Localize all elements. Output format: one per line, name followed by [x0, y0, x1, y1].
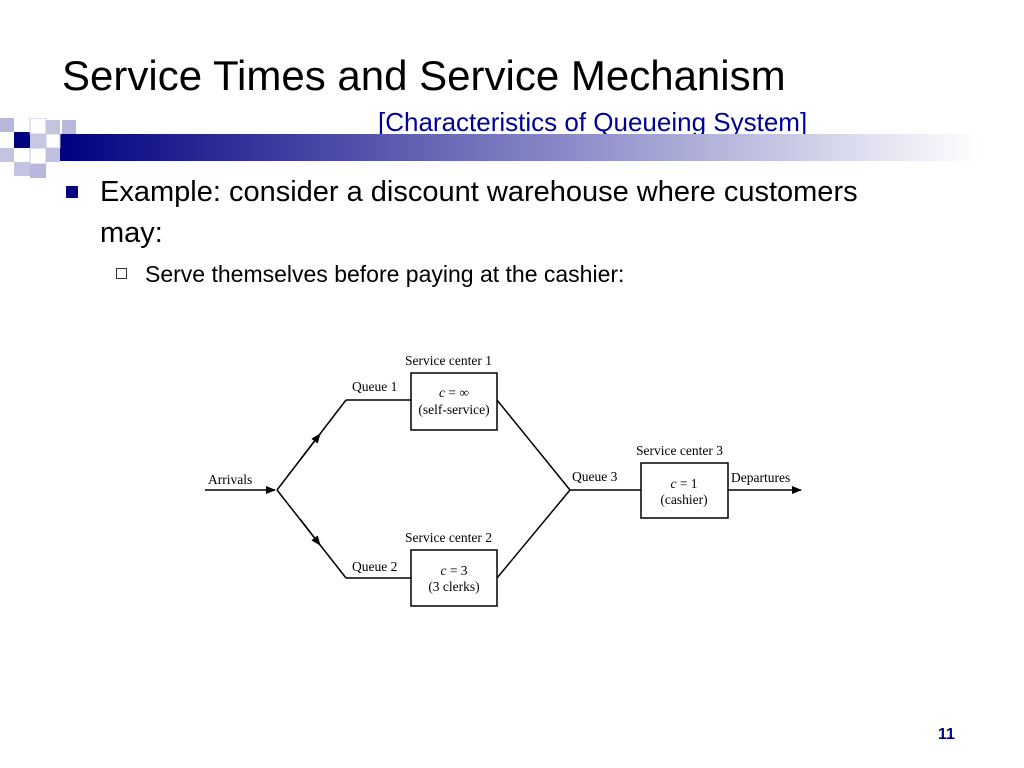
center2-capacity: c = 3 [440, 563, 467, 578]
service-center1-label: Service center 1 [405, 353, 492, 368]
slide-title: Service Times and Service Mechanism [62, 52, 786, 99]
center3-note: (cashier) [660, 492, 707, 507]
arrivals-label: Arrivals [208, 472, 252, 487]
center3-capacity: c = 1 [670, 476, 697, 491]
center1-to-merge-line [496, 399, 571, 491]
upper-branch-arrow [299, 433, 321, 461]
title-decoration-band [0, 118, 980, 178]
bullet-level2-text: Serve themselves before paying at the ca… [145, 261, 625, 287]
center2-to-merge-line [496, 489, 571, 579]
center2-note: (3 clerks) [428, 579, 479, 594]
center1-capacity: c = ∞ [439, 385, 469, 400]
square-bullet-icon [66, 186, 78, 198]
bullet-level2: Serve themselves before paying at the ca… [116, 259, 816, 289]
queue2-label: Queue 2 [352, 559, 397, 574]
service-center2-label: Service center 2 [405, 530, 492, 545]
queue3-label: Queue 3 [572, 469, 618, 484]
service-center3-label: Service center 3 [636, 443, 723, 458]
hollow-square-bullet-icon [116, 268, 127, 279]
bullet-level1-text: Example: consider a discount warehouse w… [100, 176, 858, 249]
service-center2-box [410, 549, 498, 607]
service-center1-box [410, 372, 498, 431]
departures-label: Departures [731, 470, 790, 485]
lower-branch-arrow [299, 518, 321, 546]
slide-subtitle: [Characteristics of Queueing System] [378, 107, 808, 137]
center1-note: (self-service) [418, 402, 489, 417]
queue1-label: Queue 1 [352, 379, 397, 394]
bullet-level1: Example: consider a discount warehouse w… [66, 172, 866, 254]
page-number: 11 [938, 726, 955, 743]
service-center3-box [640, 462, 729, 519]
